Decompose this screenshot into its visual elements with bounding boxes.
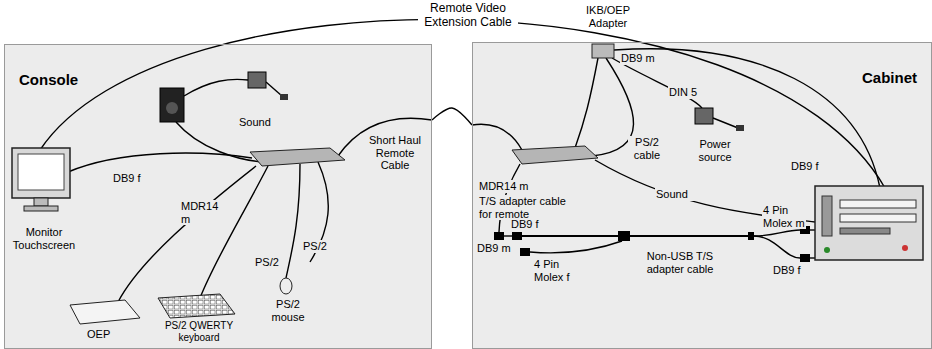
cable — [266, 82, 282, 96]
monitor-icon — [34, 198, 48, 206]
power-brick-icon — [248, 72, 266, 88]
cable — [754, 236, 800, 258]
cable-label: Sound — [655, 188, 695, 201]
power-brick-icon — [736, 125, 744, 131]
cable-label: Monitor Touchscreen — [6, 226, 82, 251]
cabinet-unit-icon — [815, 186, 923, 260]
cable-label: PS/2 mouse — [268, 298, 308, 323]
cable — [754, 230, 800, 236]
cable-label: DB9 f — [112, 172, 152, 185]
cable — [530, 241, 622, 253]
cable-label: Short Haul Remote Cable — [360, 134, 430, 172]
cable-label: DB9 m — [476, 242, 512, 255]
cable — [614, 49, 880, 188]
monitor-icon — [18, 154, 64, 190]
region-panel: Console — [4, 44, 432, 349]
cable — [68, 153, 252, 172]
cable-label: Remote Video Extension Cable — [418, 2, 518, 30]
cable — [286, 164, 300, 278]
cabinet-unit-icon — [824, 247, 830, 253]
connector — [512, 232, 522, 240]
power-brick-icon — [695, 108, 713, 124]
cable-label: OEP — [86, 328, 116, 341]
cable-label: DB9 f — [510, 218, 546, 231]
speaker-icon — [166, 102, 178, 114]
cable-label: PS/2 — [254, 256, 284, 269]
speaker-icon — [160, 88, 184, 122]
cable — [504, 235, 512, 236]
cabinet-unit-icon — [840, 228, 890, 234]
cable-label: 4 Pin Molex f — [533, 258, 577, 283]
cabinet-unit-icon — [902, 245, 908, 251]
mouse-icon — [280, 278, 292, 294]
cable-label: DIN 5 — [668, 86, 708, 99]
cable — [472, 124, 522, 150]
cable-label: MDR14 m — [478, 180, 538, 193]
power-brick-icon — [280, 94, 288, 100]
hub-icon — [250, 148, 345, 166]
connector — [800, 254, 810, 262]
cable-label: DB9 f — [790, 160, 830, 173]
cabinet-unit-icon — [815, 186, 923, 260]
monitor-icon — [12, 148, 70, 198]
cable — [575, 58, 598, 148]
hub-icon — [512, 146, 598, 164]
cable-label: Power source — [690, 138, 740, 163]
connector — [748, 232, 754, 240]
adapter-icon — [592, 44, 614, 58]
cable — [118, 166, 256, 302]
cable — [200, 166, 268, 298]
cable-label: Non-USB T/S adapter cable — [640, 250, 720, 275]
cabinet-unit-icon — [840, 200, 916, 208]
cabinet-unit-icon — [840, 214, 916, 222]
keyboard-icon — [158, 294, 235, 318]
cable-label: DB9 f — [772, 264, 808, 277]
monitor-icon — [12, 148, 70, 211]
connector — [618, 231, 630, 241]
cable-label: PS/2 QWERTY keyboard — [160, 320, 238, 343]
cable — [612, 58, 702, 108]
cable — [713, 118, 738, 128]
mouse-icon — [280, 278, 292, 294]
cable-label: 4 Pin Molex m — [762, 204, 806, 229]
cable — [40, 19, 885, 302]
cable-label: PS/2 — [302, 240, 332, 253]
oep-icon — [70, 300, 140, 324]
region-heading: Console — [19, 71, 78, 88]
monitor-icon — [24, 206, 58, 211]
adapter-icon — [592, 44, 614, 58]
cable-connector — [432, 108, 472, 125]
oep-icon — [70, 300, 140, 324]
connector — [520, 248, 530, 256]
panel-fill — [4, 42, 932, 349]
panel-fill — [4, 44, 432, 349]
thick-cable — [522, 235, 750, 237]
connector — [494, 232, 504, 240]
cable-label: DB9 m — [620, 52, 660, 65]
cable-label: T/S adapter cable for remote — [478, 195, 573, 220]
keyboard-icon — [158, 294, 235, 318]
cable — [184, 79, 248, 96]
cable-label: MDR14 m — [180, 200, 230, 225]
cable-label: Sound — [238, 116, 278, 129]
region-heading: Cabinet — [862, 69, 917, 86]
cable-label: IKB/OEP Adapter — [578, 4, 638, 29]
panel-fill — [472, 42, 932, 349]
cable-label: PS/2 cable — [628, 136, 666, 161]
power-brick-icon — [248, 72, 744, 131]
cabinet-unit-icon — [822, 196, 832, 236]
speaker-icon — [160, 88, 184, 122]
